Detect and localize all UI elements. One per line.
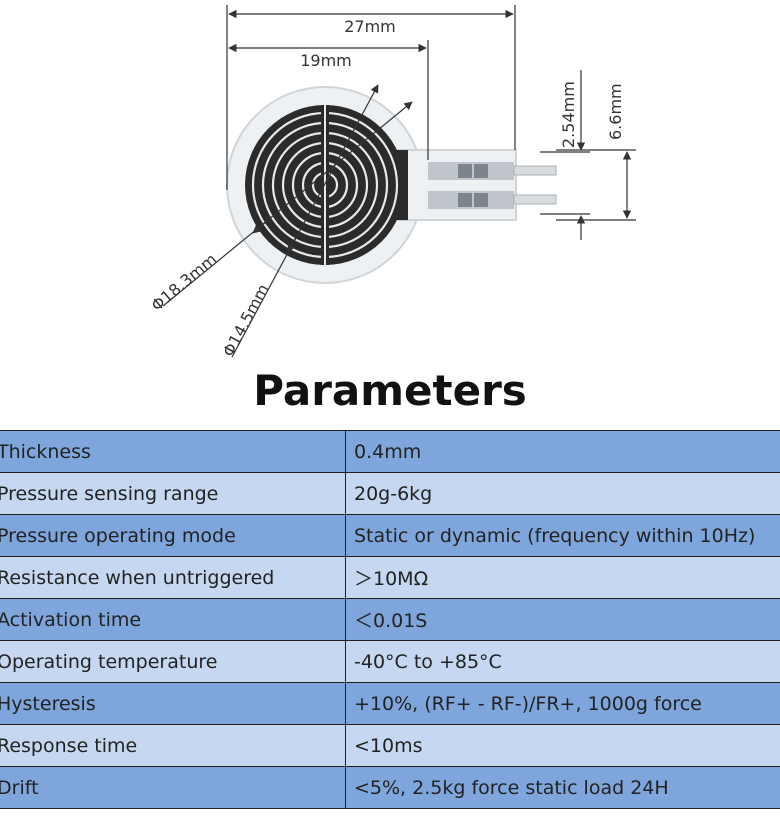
table-row: Drift <5%, 2.5kg force static load 24H [0, 766, 780, 809]
param-value: ＞10MΩ [345, 556, 780, 599]
param-value: Static or dynamic (frequency within 10Hz… [345, 514, 780, 557]
table-row: Response time <10ms [0, 724, 780, 767]
table-row: Pressure sensing range 20g-6kg [0, 472, 780, 515]
param-label: Operating temperature [0, 650, 218, 673]
dim-phi18-3mm-label: Φ18.3mm [147, 249, 220, 315]
param-value: 20g-6kg [345, 472, 780, 515]
param-label: Pressure operating mode [0, 524, 236, 547]
param-value: <5%, 2.5kg force static load 24H [345, 766, 780, 809]
param-value: -40°C to +85°C [345, 640, 780, 683]
dimension-phi14-5mm [231, 84, 379, 358]
table-row: Activation time ＜0.01S [0, 598, 780, 641]
table-row: Resistance when untriggered ＞10MΩ [0, 556, 780, 599]
parameters-table: Thickness 0.4mm Pressure sensing range 2… [0, 430, 780, 809]
dimension-6-6mm [556, 149, 636, 221]
param-label: Pressure sensing range [0, 482, 219, 505]
param-value: 0.4mm [345, 430, 780, 473]
dimension-19mm [228, 40, 429, 160]
dimension-27mm [226, 5, 516, 190]
param-value: ＜0.01S [345, 598, 780, 641]
table-row: Operating temperature -40°C to +85°C [0, 640, 780, 683]
table-row: Hysteresis +10%, (RF+ - RF-)/FR+, 1000g … [0, 682, 780, 725]
parameters-title: Parameters [253, 366, 527, 415]
dim-2-54mm-label: 2.54mm [559, 81, 578, 148]
sensor-body [226, 86, 557, 284]
param-label: Activation time [0, 608, 142, 631]
dimension-phi18-3mm [162, 101, 413, 307]
dim-6-6mm-label: 6.6mm [606, 83, 625, 140]
param-label: Thickness [0, 440, 91, 463]
table-row: Pressure operating mode Static or dynami… [0, 514, 780, 557]
param-label: Hysteresis [0, 692, 96, 715]
param-label: Drift [0, 776, 39, 799]
param-value: +10%, (RF+ - RF-)/FR+, 1000g force [345, 682, 780, 725]
dim-phi14-5mm-label: Φ14.5mm [219, 281, 273, 360]
sensor-dimension-diagram: 27mm 19mm 2.54mm 6.6mm Φ18.3mm Φ14.5mm [147, 5, 636, 360]
param-label: Resistance when untriggered [0, 566, 275, 589]
param-label: Response time [0, 734, 138, 757]
dim-27mm-label: 27mm [344, 17, 396, 36]
dim-19mm-label: 19mm [300, 51, 352, 70]
table-row: Thickness 0.4mm [0, 430, 780, 473]
param-value: <10ms [345, 724, 780, 767]
